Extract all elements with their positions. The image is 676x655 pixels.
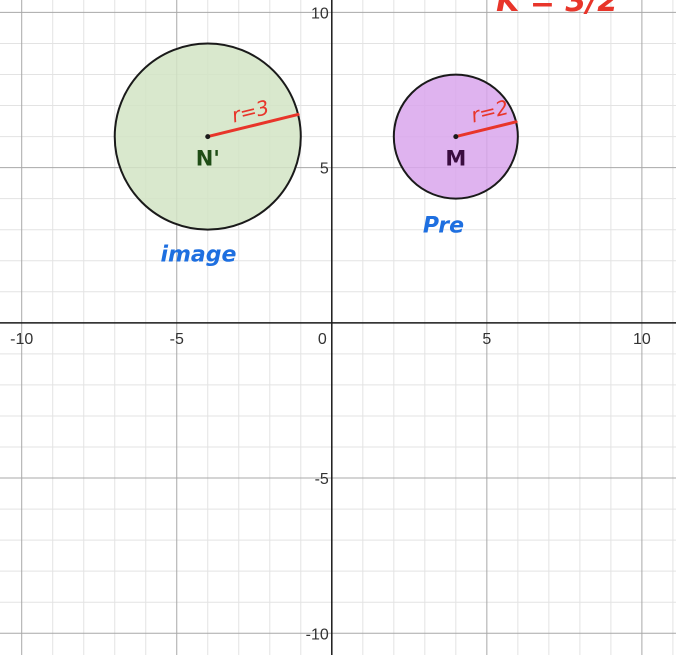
center-point (205, 134, 211, 140)
x-tick-label: 0 (318, 331, 327, 348)
radius-line (206, 112, 300, 139)
circle-caption: image (160, 243, 236, 268)
handwritten-annotations: K = 3/2 (496, 0, 618, 19)
y-tick-label: 10 (311, 5, 329, 22)
circle-caption: Pre (423, 214, 464, 239)
y-tick-label: -10 (306, 626, 329, 643)
x-tick-label: -10 (10, 331, 33, 348)
x-tick-label: -5 (170, 331, 184, 348)
y-tick-label: 5 (320, 161, 329, 178)
center-label: N' (196, 147, 220, 171)
radius-line (454, 120, 518, 139)
center-label: M (445, 147, 466, 171)
x-tick-label: 10 (633, 331, 651, 348)
tick-labels: -10 -5 0 5 10 10 5 -5 -10 (10, 5, 651, 643)
x-tick-label: 5 (482, 331, 491, 348)
y-tick-label: -5 (315, 471, 329, 488)
center-point (453, 134, 459, 140)
scale-factor-annotation: K = 3/2 (496, 0, 618, 19)
